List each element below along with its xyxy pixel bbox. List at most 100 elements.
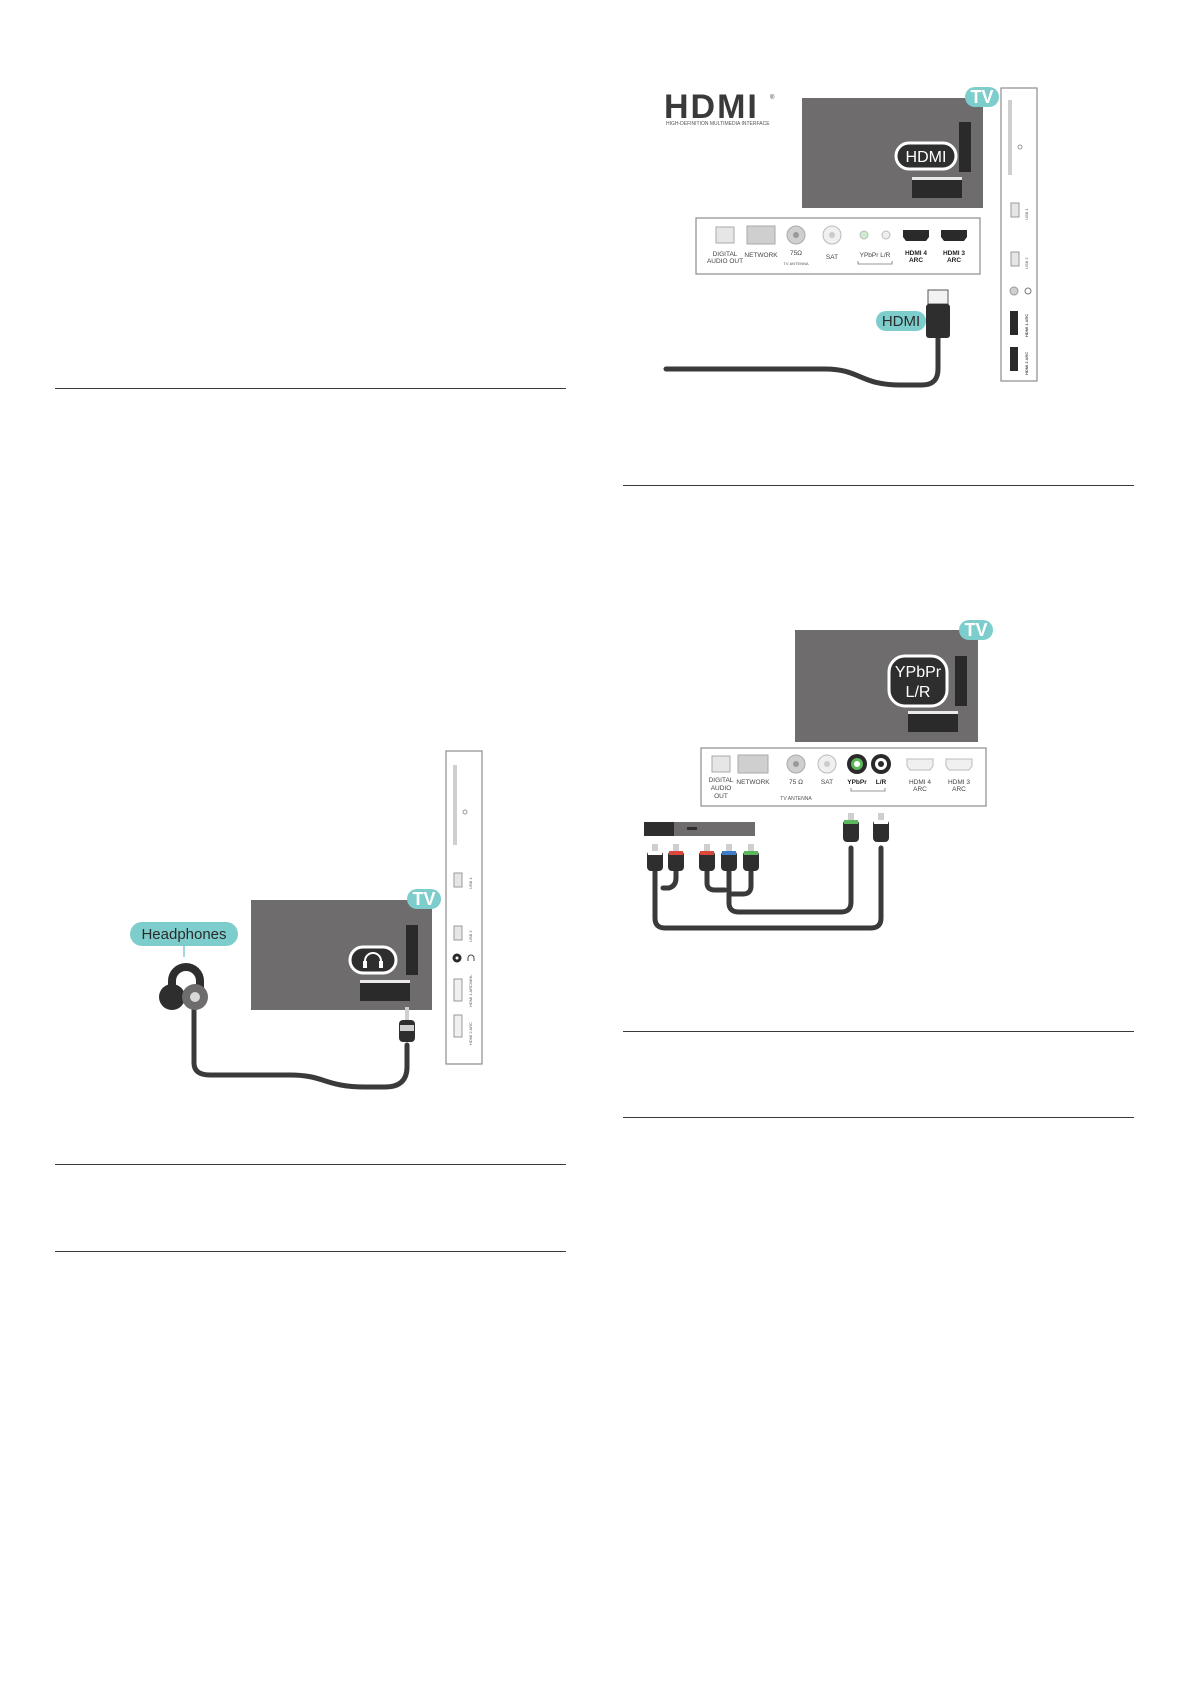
headphone-cable [191, 1004, 410, 1090]
section-divider [55, 1164, 566, 1165]
tv-connector-slot [908, 714, 958, 732]
svg-text:HDMI 3: HDMI 3 [948, 779, 970, 786]
svg-text:75 Ω: 75 Ω [789, 779, 803, 786]
side-usb2-port: USB 2 [1010, 251, 1029, 269]
svg-text:®: ® [770, 94, 775, 101]
svg-text:OUT: OUT [714, 793, 728, 800]
svg-text:TV ANTENNA: TV ANTENNA [780, 796, 812, 802]
hdmi3-port: HDMI 3 ARC [941, 230, 967, 264]
rca-plug-green [743, 844, 759, 871]
svg-text:ARC: ARC [909, 257, 923, 264]
svg-text:HDMI 3: HDMI 3 [943, 250, 965, 257]
svg-text:AUDIO OUT: AUDIO OUT [707, 258, 743, 265]
rca-plug-red [668, 844, 684, 871]
rca-plug-white [873, 813, 889, 842]
tv-connector-slot [360, 983, 410, 1001]
svg-text:HDMI 4: HDMI 4 [905, 250, 927, 257]
svg-text:HDMI 2 ARC: HDMI 2 ARC [468, 1022, 473, 1045]
section-divider [623, 1031, 1134, 1032]
hdmi-port-badge: HDMI [894, 141, 958, 171]
svg-text:75Ω: 75Ω [790, 250, 802, 257]
lr-port: L/R [871, 754, 891, 786]
headphones-label: Headphones [130, 922, 238, 957]
ypbpr-port: YPbPr [847, 754, 867, 786]
ypbpr-port-badge: YPbPr L/R [887, 654, 949, 708]
svg-text:DIGITAL: DIGITAL [709, 777, 734, 784]
tv-side-panel [1000, 87, 1038, 382]
tv-connector-slot [955, 656, 967, 706]
rca-plug-blue [721, 844, 737, 871]
headphone-jack [452, 953, 462, 963]
hdmi4-port: HDMI 4 ARC [903, 230, 929, 264]
rca-plug-green [843, 813, 859, 842]
svg-text:NETWORK: NETWORK [744, 252, 778, 259]
svg-text:SAT: SAT [826, 254, 838, 261]
hdmi-connection-diagram: HDMI ® HIGH-DEFINITION MULTIMEDIA INTERF… [663, 87, 1038, 388]
tv-side-panel [445, 750, 483, 1065]
side-hdmi1-port: HDMI 1 ARC [1010, 311, 1029, 337]
svg-text:TV: TV [964, 620, 987, 640]
component-cable [704, 863, 728, 893]
svg-text:USB 2: USB 2 [468, 930, 473, 942]
headphones-connection-diagram: TV USB 1 USB 2 HDMI 1 ARC/MHL HDMI 2 ARC [130, 750, 483, 1090]
tv-tag: TV [965, 87, 999, 107]
section-divider [623, 1117, 1134, 1118]
tv-connector-slot [959, 122, 971, 172]
section-divider [55, 1251, 566, 1252]
tv-connector-slot [406, 925, 418, 975]
svg-text:HDMI: HDMI [664, 88, 759, 126]
svg-text:USB 2: USB 2 [1024, 257, 1029, 269]
svg-text:ARC: ARC [913, 786, 927, 793]
svg-text:TV: TV [412, 889, 435, 909]
svg-text:HDMI 1 ARC: HDMI 1 ARC [1024, 314, 1029, 337]
svg-text:HDMI: HDMI [906, 149, 947, 166]
antenna-port: 75 Ω TV ANTENNA [780, 754, 812, 802]
side-hdmi2-port: HDMI 2 ARC [453, 1014, 473, 1045]
svg-text:ARC: ARC [947, 257, 961, 264]
tv-tag: TV [959, 620, 993, 640]
svg-text:AUDIO: AUDIO [711, 785, 732, 792]
svg-text:DIGITAL: DIGITAL [713, 251, 738, 258]
tv-back-panel [695, 217, 981, 275]
svg-text:TV: TV [970, 87, 993, 107]
svg-text:NETWORK: NETWORK [736, 779, 770, 786]
svg-text:HIGH-DEFINITION MULTIMEDIA INT: HIGH-DEFINITION MULTIMEDIA INTERFACE [666, 121, 770, 127]
side-hdmi1-port: HDMI 1 ARC/MHL [453, 974, 473, 1007]
svg-text:SAT: SAT [821, 779, 833, 786]
svg-text:YPbPr: YPbPr [847, 779, 867, 786]
headphones-icon [363, 952, 383, 968]
svg-text:USB 1: USB 1 [468, 877, 473, 889]
sat-port: SAT [822, 225, 842, 261]
headphones-device [159, 963, 208, 1010]
hdmi-cable-label: HDMI [876, 311, 926, 331]
component-cable [726, 845, 854, 915]
headphones-icon [467, 954, 475, 961]
svg-text:L/R: L/R [906, 684, 931, 701]
side-hdmi2-port: HDMI 2 ARC [1010, 347, 1029, 375]
svg-text:L/R: L/R [876, 779, 887, 786]
antenna-port: 75Ω TV ANTENNA [783, 225, 809, 266]
network-port: NETWORK [744, 225, 778, 259]
side-usb2-port: USB 2 [453, 925, 473, 942]
sat-port: SAT [817, 754, 837, 786]
svg-text:HDMI 1 ARC/MHL: HDMI 1 ARC/MHL [468, 974, 473, 1007]
hdmi4-port: HDMI 4 ARC [906, 758, 934, 793]
svg-text:ARC: ARC [952, 786, 966, 793]
section-divider [55, 388, 566, 389]
svg-text:YPbPr L/R: YPbPr L/R [860, 252, 891, 259]
hdmi-logo: HDMI ® HIGH-DEFINITION MULTIMEDIA INTERF… [664, 88, 775, 127]
section-divider [623, 485, 1134, 486]
svg-text:HDMI 4: HDMI 4 [909, 779, 931, 786]
svg-text:YPbPr: YPbPr [895, 664, 942, 681]
tv-connector-slot [912, 180, 962, 198]
audio-jack-plug [399, 1007, 415, 1042]
digital-audio-out-port: DIGITAL AUDIO OUT [707, 226, 743, 265]
ypbpr-lr-ports: YPbPr L/R [857, 230, 893, 265]
svg-text:USB 1: USB 1 [1024, 208, 1029, 220]
headphone-port-badge [348, 945, 398, 975]
component-cable [652, 845, 884, 931]
svg-text:HDMI 2 ARC: HDMI 2 ARC [1024, 352, 1029, 375]
component-cable [728, 863, 754, 897]
hdmi-plug [926, 289, 950, 338]
svg-text:TV ANTENNA: TV ANTENNA [783, 261, 808, 266]
